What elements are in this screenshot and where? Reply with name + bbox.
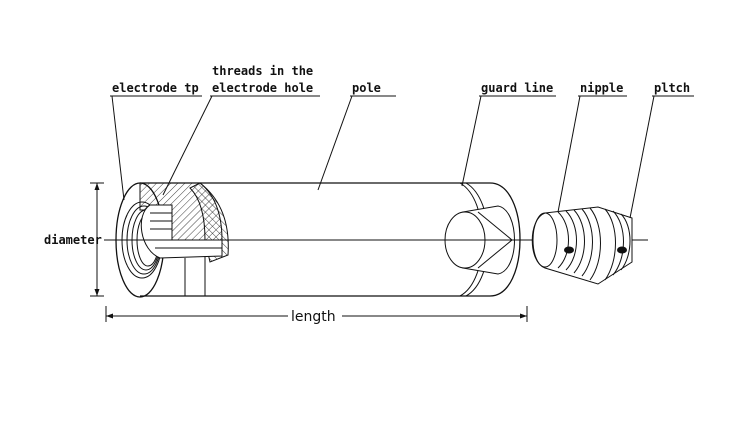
nipple-thread-2: [565, 210, 577, 271]
threads-leader: [162, 95, 213, 196]
callouts: electrode tp threads in the electrode ho…: [110, 64, 694, 219]
guard-line-label: guard line: [481, 81, 553, 95]
threads-label-line1: threads in the: [212, 64, 313, 78]
nipple-thread-8: [620, 213, 631, 271]
diameter-arrow-top: [94, 183, 100, 190]
nipple-leader: [557, 95, 581, 213]
pitch-leader: [629, 95, 655, 219]
nipple-hole-2: [617, 246, 627, 254]
threads-label-line2: electrode hole: [212, 81, 313, 95]
electrode-tip-leader: [111, 95, 125, 201]
nipple: [531, 206, 633, 285]
electrode-left-end: [115, 182, 229, 298]
nipple-hole-1: [564, 246, 574, 254]
length-arrow-left: [106, 313, 113, 319]
length-dimension: length: [105, 306, 528, 325]
pitch-label: pltch: [654, 81, 690, 95]
diameter-arrow-bottom: [94, 289, 100, 296]
length-label: length: [291, 309, 336, 325]
nipple-thread-3: [573, 209, 585, 274]
length-arrow-right: [520, 313, 527, 319]
nipple-label: nipple: [580, 81, 623, 95]
diameter-label: diameter: [44, 233, 102, 247]
nipple-left-face: [532, 212, 558, 268]
nipple-thread-6: [604, 208, 616, 281]
socket-thread-edge-2: [477, 239, 513, 269]
nipple-thread-4: [581, 208, 593, 277]
electrode-tip-label: electrode tp: [112, 81, 199, 95]
nipple-thread-1: [557, 211, 569, 269]
pole-label: pole: [352, 81, 381, 95]
nipple-outline: [531, 206, 633, 285]
diameter-dimension: diameter: [44, 182, 104, 297]
pole-leader: [317, 95, 353, 191]
nipple-thread-7: [612, 210, 624, 276]
guard-line-leader: [461, 95, 482, 187]
socket-thread-edge: [477, 211, 513, 241]
nipple-thread-5: [589, 207, 601, 281]
